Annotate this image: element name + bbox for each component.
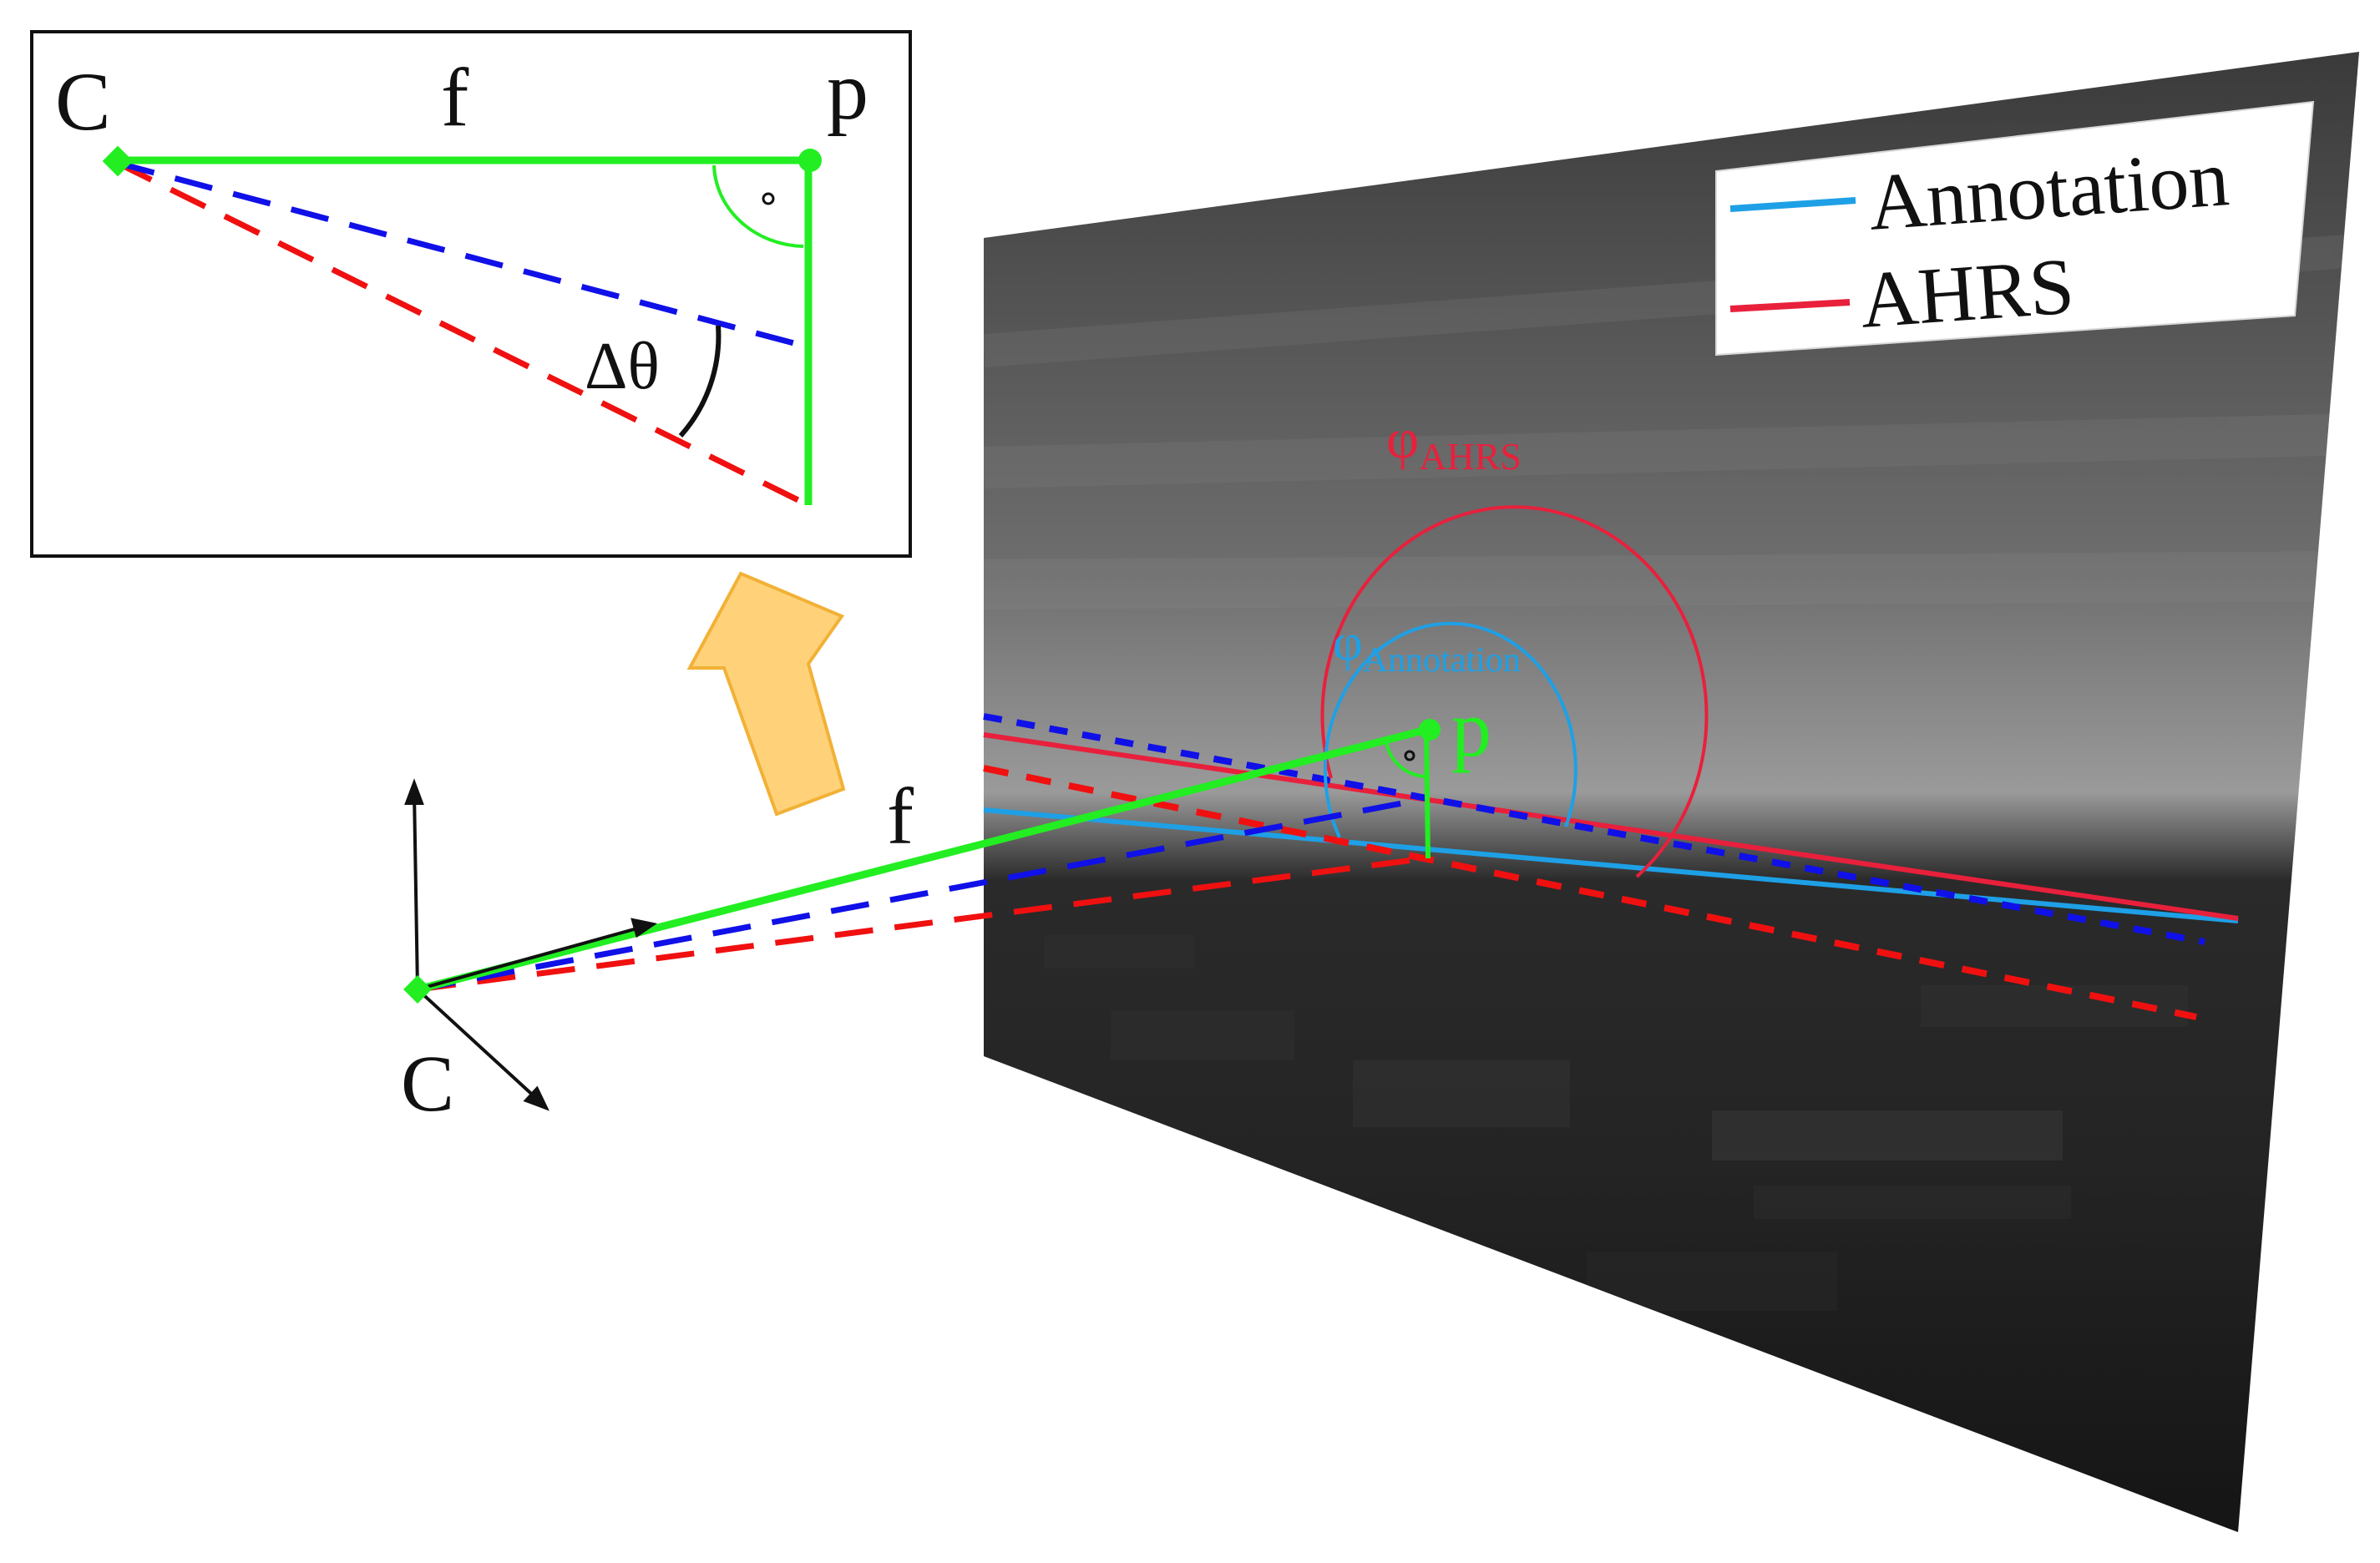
phi-ahrs-arc — [1320, 505, 1709, 878]
inset-red-dashed-ray — [115, 159, 810, 508]
legend-annotation-swatch — [1729, 197, 1856, 212]
inset-focal-length-label: f — [441, 51, 469, 144]
camera-center-label-scene: C — [401, 1039, 454, 1128]
focal-length-label-scene: f — [887, 771, 914, 861]
inset-right-angle-arc — [712, 164, 804, 248]
legend-ahrs-swatch — [1729, 299, 1851, 312]
green-perpendicular-segment — [1424, 731, 1431, 859]
ray-red-dashed — [417, 855, 1427, 993]
inset-delta-theta-arc — [678, 325, 722, 438]
inset-right-angle-dot — [762, 192, 775, 205]
ray-blue-dashed — [417, 798, 1412, 993]
phi-annotation-label: φAnnotation — [1333, 615, 1521, 680]
inset-camera-center-label: C — [55, 55, 111, 148]
camera-center-marker-scene — [403, 975, 432, 1004]
inset-delta-theta-label: Δθ — [585, 330, 660, 403]
principal-point-dot-scene — [1419, 719, 1441, 741]
red-dashed-horizon-line — [983, 765, 2197, 1020]
inset-panel: C f p Δθ — [30, 30, 912, 558]
inset-principal-point-label: p — [827, 44, 868, 137]
camera-axes — [404, 778, 658, 1111]
legend: Annotation AHRS — [1715, 100, 2315, 357]
zoom-arrow-icon — [686, 571, 846, 817]
ray-focal-length-green — [416, 724, 1435, 994]
principal-point-label-scene: p — [1451, 684, 1491, 773]
inset-camera-center-marker — [102, 145, 134, 177]
right-angle-dot-scene — [1404, 750, 1415, 761]
annotation-horizon-line — [983, 807, 2239, 923]
legend-ahrs-label: AHRS — [1857, 240, 2077, 345]
phi-annotation-arc — [1323, 621, 1577, 838]
blue-dashed-horizon-line — [983, 713, 2205, 945]
ahrs-horizon-line — [983, 732, 2239, 921]
right-angle-arc-scene — [1385, 741, 1425, 778]
phi-ahrs-label: φAHRS — [1386, 407, 1522, 478]
inset-principal-point-dot — [798, 149, 822, 172]
